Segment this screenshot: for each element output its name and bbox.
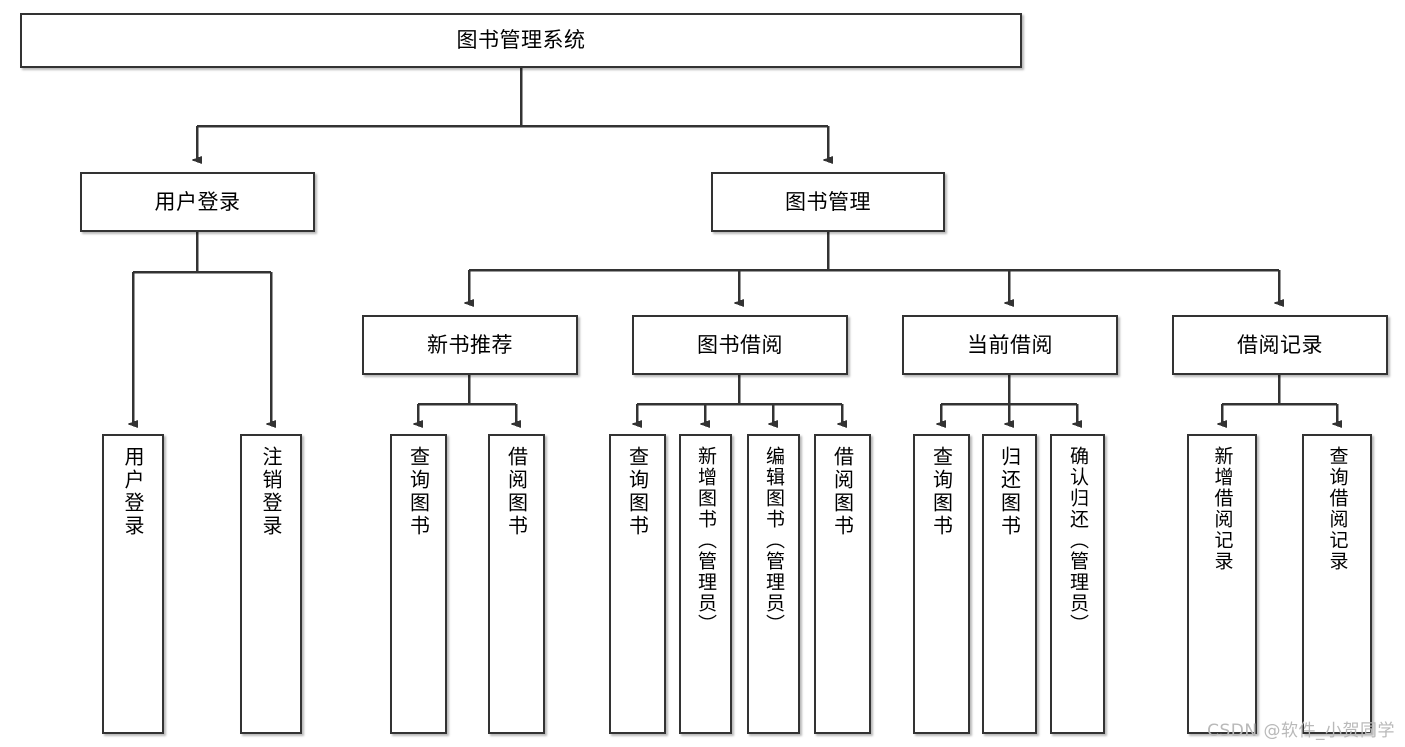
node-current-borrow[interactable]: 当前借阅: [902, 315, 1118, 375]
node-borrow-record-label: 借阅记录: [1237, 332, 1323, 357]
leaf-label: 查询图书: [406, 446, 431, 538]
leaf-label: 新增图书（管理员）: [694, 446, 717, 635]
leaf-borrow-borrow-book[interactable]: 借阅图书: [814, 434, 871, 734]
node-borrow-record[interactable]: 借阅记录: [1172, 315, 1388, 375]
leaf-label: 借阅图书: [504, 446, 529, 538]
node-current-borrow-label: 当前借阅: [967, 332, 1053, 357]
leaf-new-book-borrow[interactable]: 借阅图书: [488, 434, 545, 734]
leaf-label: 借阅图书: [830, 446, 855, 538]
node-new-book-recommend-label: 新书推荐: [427, 332, 513, 357]
leaf-new-book-query[interactable]: 查询图书: [390, 434, 447, 734]
node-user-login-label: 用户登录: [154, 189, 241, 214]
node-book-management[interactable]: 图书管理: [711, 172, 945, 232]
leaf-borrow-edit-book-admin[interactable]: 编辑图书（管理员）: [747, 434, 800, 734]
node-book-borrow-label: 图书借阅: [697, 332, 783, 357]
node-new-book-recommend[interactable]: 新书推荐: [362, 315, 578, 375]
node-root[interactable]: 图书管理系统: [20, 13, 1022, 68]
leaf-label: 查询借阅记录: [1326, 446, 1349, 572]
leaf-label: 编辑图书（管理员）: [762, 446, 785, 635]
leaf-current-return-book[interactable]: 归还图书: [982, 434, 1037, 734]
leaf-record-add-record[interactable]: 新增借阅记录: [1187, 434, 1257, 734]
leaf-borrow-add-book-admin[interactable]: 新增图书（管理员）: [679, 434, 732, 734]
node-root-label: 图书管理系统: [456, 28, 586, 53]
leaf-label: 新增借阅记录: [1211, 446, 1234, 572]
leaf-label: 确认归还（管理员）: [1066, 446, 1089, 635]
leaf-borrow-query-book[interactable]: 查询图书: [609, 434, 666, 734]
leaf-label: 用户登录: [121, 446, 145, 538]
leaf-record-query-record[interactable]: 查询借阅记录: [1302, 434, 1372, 734]
leaf-user-login-logout[interactable]: 注销登录: [240, 434, 302, 734]
leaf-current-query-book[interactable]: 查询图书: [913, 434, 970, 734]
node-user-login[interactable]: 用户登录: [80, 172, 315, 232]
leaf-current-confirm-return-admin[interactable]: 确认归还（管理员）: [1050, 434, 1105, 734]
watermark: CSDN @软件_小贺同学: [1207, 721, 1395, 741]
node-book-management-label: 图书管理: [785, 189, 871, 214]
leaf-label: 查询图书: [625, 446, 650, 538]
leaf-label: 归还图书: [997, 446, 1022, 538]
leaf-label: 注销登录: [259, 446, 283, 538]
leaf-user-login-login[interactable]: 用户登录: [102, 434, 164, 734]
leaf-label: 查询图书: [929, 446, 954, 538]
node-book-borrow[interactable]: 图书借阅: [632, 315, 848, 375]
